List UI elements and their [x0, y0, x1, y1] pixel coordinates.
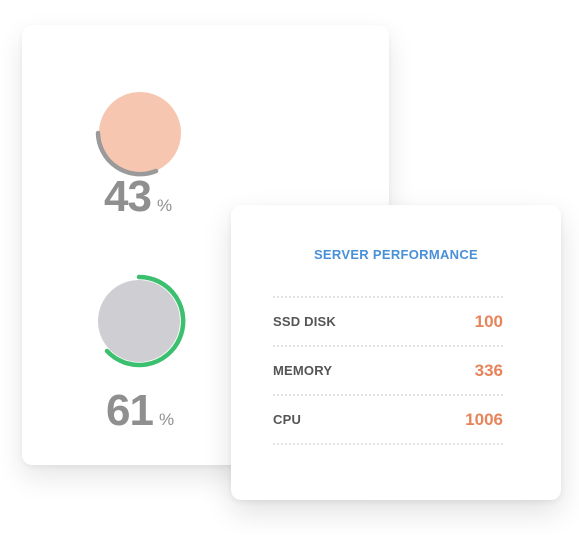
gauge-2-graphic [98, 274, 186, 368]
gauge-1-disc [99, 92, 181, 174]
table-row: SSD DISK 100 [273, 296, 503, 347]
row-value: 100 [474, 311, 503, 331]
metric-2-value: 61 [106, 386, 154, 435]
row-label: MEMORY [273, 363, 333, 378]
row-label: SSD DISK [273, 314, 337, 329]
gauge-2-disc [98, 280, 180, 362]
table-row: CPU 1006 [273, 396, 503, 445]
metric-2: 61 % [106, 389, 174, 433]
gauge-1-graphic [95, 92, 181, 177]
gauge-1 [90, 83, 190, 183]
server-performance-title: SERVER PERFORMANCE [313, 247, 479, 262]
performance-table: SSD DISK 100 MEMORY 336 CPU 1006 [273, 296, 503, 445]
metric-2-unit: % [158, 410, 175, 429]
gauge-1-ring [95, 130, 159, 177]
server-performance-card: SERVER PERFORMANCE SSD DISK 100 MEMORY 3… [231, 205, 561, 500]
row-value: 1006 [465, 409, 503, 429]
row-value: 336 [474, 360, 503, 380]
metric-1-value: 43 [104, 172, 152, 221]
row-label: CPU [273, 412, 302, 427]
table-row: MEMORY 336 [273, 347, 503, 396]
metric-1-unit: % [156, 196, 173, 215]
gauge-2 [89, 271, 189, 371]
metric-1: 43 % [104, 175, 172, 219]
gauge-2-ring [104, 274, 186, 368]
